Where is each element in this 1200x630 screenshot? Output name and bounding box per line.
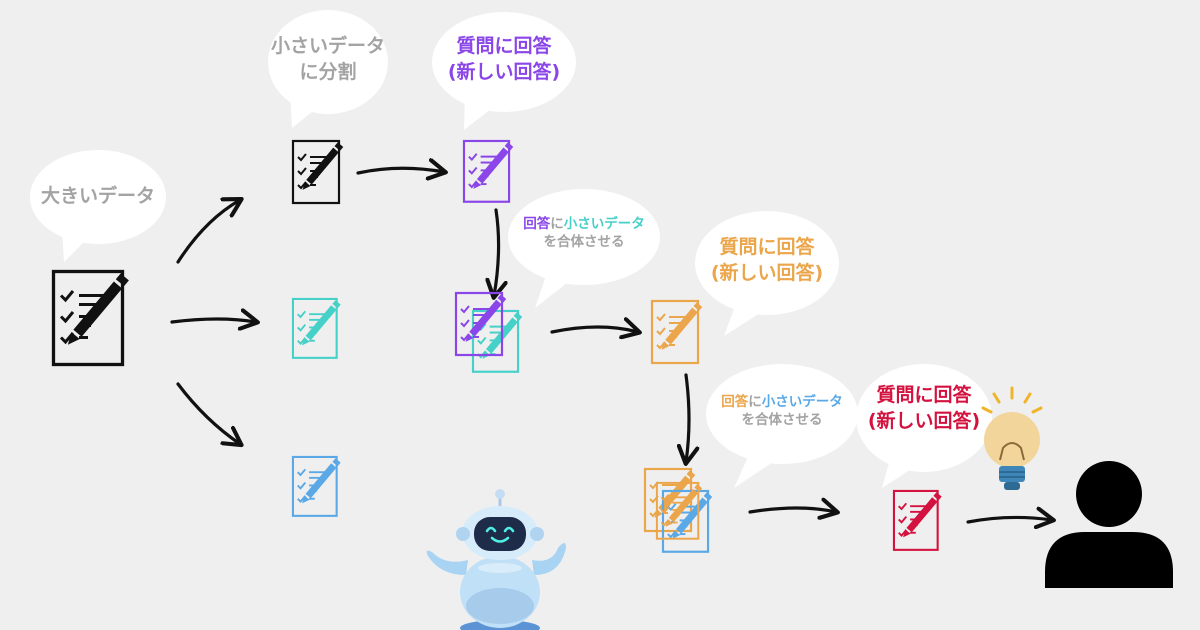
label-answer2-line1: 質問に回答 [719,236,815,258]
label-merge2-answer: 回答 [721,394,749,410]
label-answer2-line2: (新しい回答) [710,261,824,284]
label-merge2-line1: 回答に小さいデータ [706,393,858,411]
big-document-icon [51,269,131,367]
label-split-line2: に分割 [299,60,357,83]
label-merge2: 回答に小さいデータ を合体させる [706,393,858,429]
arrow-answer3-to-user [966,517,1052,522]
label-merge1-answer: 回答 [523,216,551,232]
label-merge2-line2: を合体させる [741,412,823,429]
answer1-document-icon [462,139,515,203]
bubble-answer2 [695,211,839,336]
label-answer1: 質問に回答 (新しい回答) [434,34,574,85]
label-answer3-line2: (新しい回答) [867,409,981,432]
small-document-blue-icon [291,455,342,517]
label-answer2: 質問に回答 (新しい回答) [697,235,837,286]
arrow-answer2-down [686,373,689,462]
bubble-answer3 [856,364,992,488]
merged1-purple-document-icon [454,291,508,357]
label-answer1-line2: (新しい回答) [447,60,561,83]
bubble-split [268,10,388,128]
arrow-answer1-down [494,208,499,296]
label-split: 小さいデータ に分割 [268,34,388,85]
label-split-line1: 小さいデータ [270,35,385,57]
label-merge1-small-data: 小さいデータ [563,216,645,232]
label-merge1-line2: を合体させる [543,234,625,251]
bubble-answer1 [432,12,576,130]
answer2-document-icon [650,299,704,365]
arrow-to-mid-split [170,319,256,322]
robot-mascot-icon [426,489,566,630]
lightbulb-icon [981,386,1043,490]
label-answer1-line1: 質問に回答 [456,35,552,57]
small-document-teal-icon [291,297,342,359]
label-answer3-line1: 質問に回答 [876,384,972,406]
label-big-data-text: 大きいデータ [40,185,155,207]
bubble-merge1 [508,189,660,308]
label-merge2-small-data: 小さいデータ [761,394,843,410]
small-document-black-icon [291,139,345,205]
arrow-merge2-to-answer3 [748,508,836,512]
label-merge1-line1: 回答に小さいデータ [508,215,660,233]
label-merge2-ni: に [748,394,762,410]
arrow-to-top-split [176,200,240,264]
bubble-merge2 [706,364,858,488]
bubble-big-data [30,150,166,262]
label-merge1: 回答に小さいデータ を合体させる [508,215,660,251]
label-answer3: 質問に回答 (新しい回答) [856,383,992,434]
arrow-merge1-to-answer2 [550,327,638,332]
label-merge1-ni: に [550,216,564,232]
user-silhouette-icon [1045,461,1173,588]
answer3-document-icon [892,489,943,551]
arrow-to-bottom-split [176,382,240,444]
label-big-data: 大きいデータ [30,184,166,210]
arrow-split-to-answer1 [356,168,444,173]
